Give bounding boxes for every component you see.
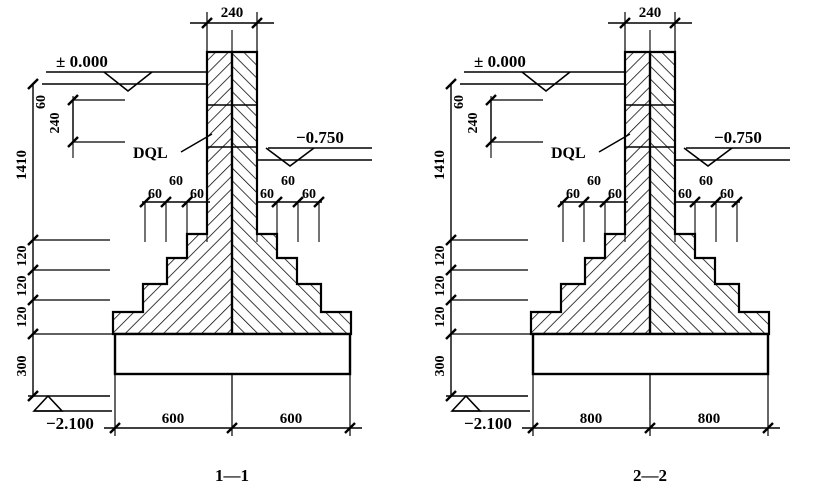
offset-left-60-a: 60 (148, 187, 162, 202)
offset-left-60-c: 60 (190, 187, 204, 202)
dql-leader: DQL (551, 133, 631, 162)
base-width-dimensions: 600 600 (104, 374, 362, 436)
level-bottom-label: −2.100 (46, 414, 94, 433)
offset-right-60-b: 60 (281, 174, 295, 189)
section-1-1: ± 0.000 −0.750 −2.100 240 (14, 5, 372, 485)
offset-dimensions-right: 60 60 60 (674, 174, 744, 242)
level-marker-ground: ± 0.000 (460, 52, 625, 93)
dim-step-2: 120 (15, 276, 30, 297)
offset-dimensions-left: 60 60 60 (556, 174, 628, 242)
offset-left-60-a: 60 (566, 187, 580, 202)
base-width-left: 800 (580, 411, 603, 427)
level-outside-label: −0.750 (296, 128, 344, 147)
dim-cushion: 300 (433, 356, 448, 377)
base-width-left: 600 (162, 411, 185, 427)
top-width-dimension: 240 (608, 5, 692, 58)
dim-1410: 1410 (14, 150, 30, 180)
base-width-dimensions: 800 800 (522, 374, 780, 436)
top-width-label: 240 (639, 5, 662, 21)
level-bottom-label: −2.100 (464, 414, 512, 433)
section-caption-1-1: 1—1 (215, 466, 249, 485)
dql-label: DQL (551, 145, 586, 162)
vertical-dimension-chain: 1410 120 120 120 300 (432, 77, 530, 403)
dim-step-1: 120 (15, 246, 30, 267)
offset-left-60-b: 60 (169, 174, 183, 189)
offset-right-60-c: 60 (302, 187, 316, 202)
base-width-right: 800 (698, 411, 721, 427)
top-width-dimension: 240 (190, 5, 274, 58)
section-caption-2-2: 2—2 (633, 466, 667, 485)
level-outside-label: −0.750 (714, 128, 762, 147)
offset-dimensions-right: 60 60 60 (256, 174, 326, 242)
level-marker-bottom: −2.100 (446, 394, 530, 433)
nested-top-dimensions: 60 240 (34, 93, 125, 158)
offset-left-60-c: 60 (608, 187, 622, 202)
offset-dimensions-left: 60 60 60 (138, 174, 210, 242)
level-marker-bottom: −2.100 (28, 394, 112, 433)
offset-right-60-c: 60 (720, 187, 734, 202)
dim-nested-240: 240 (466, 113, 481, 134)
dim-step-3: 120 (433, 307, 448, 328)
dim-step-1: 120 (433, 246, 448, 267)
dim-cushion: 300 (15, 356, 30, 377)
level-ground-label: ± 0.000 (474, 52, 526, 71)
section-2-2: ± 0.000 −0.750 −2.100 240 (432, 5, 790, 485)
offset-right-60-a: 60 (260, 187, 274, 202)
base-cushion (113, 332, 352, 376)
offset-right-60-b: 60 (699, 174, 713, 189)
dql-leader: DQL (133, 133, 213, 162)
base-cushion (531, 332, 770, 376)
offset-right-60-a: 60 (678, 187, 692, 202)
level-marker-outside: −0.750 (675, 128, 790, 167)
vertical-dimension-chain: 1410 120 120 120 300 (14, 77, 112, 403)
dim-step-2: 120 (433, 276, 448, 297)
top-width-label: 240 (221, 5, 244, 21)
level-marker-ground: ± 0.000 (42, 52, 207, 93)
offset-left-60-b: 60 (587, 174, 601, 189)
dim-1410: 1410 (432, 150, 448, 180)
base-width-right: 600 (280, 411, 303, 427)
dim-nested-60: 60 (452, 95, 467, 109)
nested-top-dimensions: 60 240 (452, 93, 543, 158)
dim-step-3: 120 (15, 307, 30, 328)
level-marker-outside: −0.750 (257, 128, 372, 167)
dql-label: DQL (133, 145, 168, 162)
dim-nested-240: 240 (48, 113, 63, 134)
dim-nested-60: 60 (34, 95, 49, 109)
level-ground-label: ± 0.000 (56, 52, 108, 71)
